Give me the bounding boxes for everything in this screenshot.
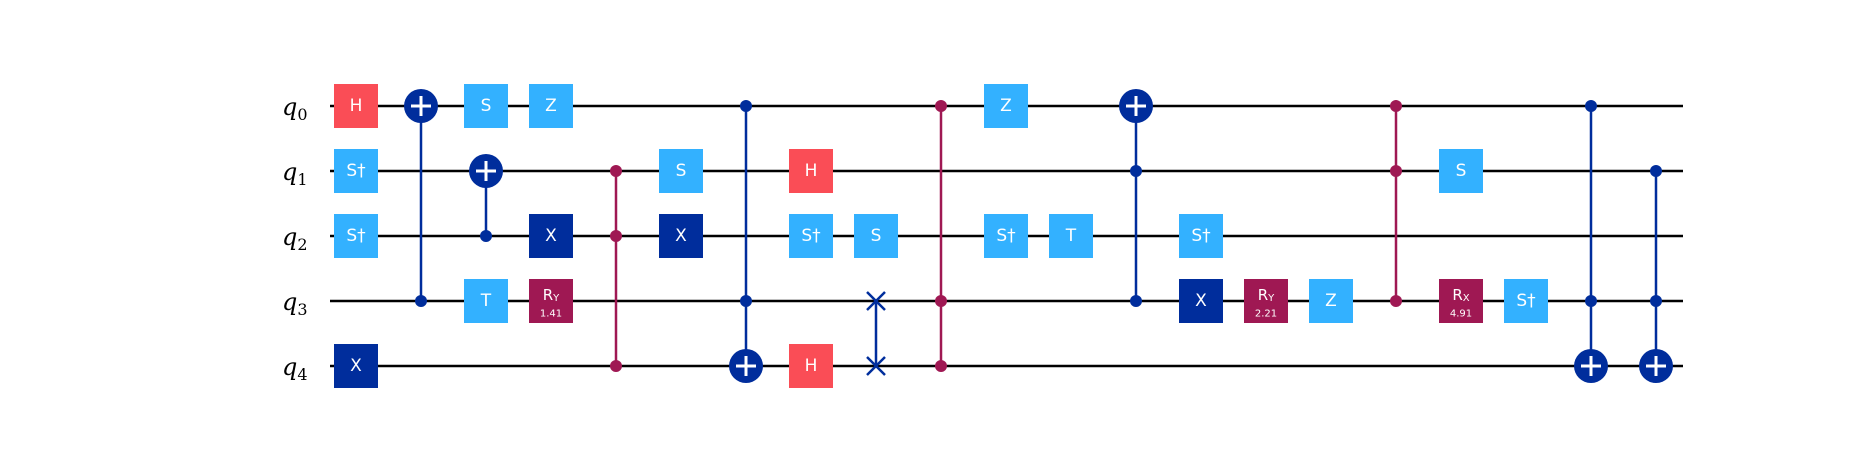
cz-control-dot xyxy=(1390,100,1402,112)
qubit-label-name: q xyxy=(282,158,297,186)
rotation-gate-param: 2.21 xyxy=(1255,309,1277,320)
cnot-control-dot xyxy=(1650,295,1662,307)
rotation-gate-label: RY xyxy=(543,286,560,304)
cz-control-dot xyxy=(1390,165,1402,177)
gate-box xyxy=(529,84,573,128)
gate-box xyxy=(334,344,378,388)
cnot-control-dot xyxy=(480,230,492,242)
gate-box xyxy=(789,149,833,193)
qubit-label-3: q3 xyxy=(282,288,308,319)
swap-cross xyxy=(866,356,886,376)
gate-box xyxy=(1439,149,1483,193)
rotation-gate-axis: Y xyxy=(1267,293,1275,304)
qubit-label-index: 1 xyxy=(297,170,307,189)
cnot-control-dot xyxy=(1130,165,1142,177)
gate-label: X xyxy=(1195,291,1207,311)
cnot-control-dot xyxy=(740,295,752,307)
gate-label: X xyxy=(350,356,362,376)
gate-label: T xyxy=(480,291,492,311)
gate-box xyxy=(659,149,703,193)
qubit-label-index: 4 xyxy=(297,365,307,384)
rotation-gate-label: RY xyxy=(1258,286,1275,304)
gate-label: S xyxy=(676,161,687,181)
gate-box xyxy=(334,214,378,258)
gate-box xyxy=(1179,214,1223,258)
rotation-gate-axis: X xyxy=(1463,293,1470,304)
cnot-control-dot xyxy=(1650,165,1662,177)
rotation-gate-box xyxy=(1439,279,1483,323)
cnot-control-dot xyxy=(415,295,427,307)
gate-label: S xyxy=(1456,161,1467,181)
gate-label: H xyxy=(805,356,818,376)
gate-label: S† xyxy=(1191,226,1211,246)
cz-control-dot xyxy=(610,230,622,242)
gate-box xyxy=(464,84,508,128)
gate-label: S† xyxy=(996,226,1016,246)
gate-box xyxy=(529,214,573,258)
qubit-label-4: q4 xyxy=(282,353,308,384)
gate-label: X xyxy=(675,226,687,246)
gate-label: S† xyxy=(346,226,366,246)
gate-box xyxy=(1504,279,1548,323)
rotation-gate-name: R xyxy=(1452,286,1462,304)
cnot-control-dot xyxy=(740,100,752,112)
gate-box xyxy=(789,344,833,388)
qubit-label-name: q xyxy=(282,353,297,381)
rotation-gate-box xyxy=(529,279,573,323)
gate-box xyxy=(854,214,898,258)
gate-label: Z xyxy=(1325,291,1337,311)
rotation-gate-param: 4.91 xyxy=(1450,309,1472,320)
qubit-label-0: q0 xyxy=(282,93,308,124)
qubit-label-2: q2 xyxy=(282,223,308,254)
cz-control-dot xyxy=(935,100,947,112)
gate-label: S† xyxy=(346,161,366,181)
cz-control-dot xyxy=(935,360,947,372)
cnot-control-dot xyxy=(1130,295,1142,307)
gate-label: T xyxy=(1065,226,1077,246)
gate-label: S† xyxy=(1516,291,1536,311)
gate-label: S xyxy=(481,96,492,116)
rotation-gate-axis: Y xyxy=(552,293,560,304)
cz-control-dot xyxy=(935,295,947,307)
gate-box xyxy=(334,149,378,193)
rotation-gate-name: R xyxy=(543,286,553,304)
rotation-gate-param: 1.41 xyxy=(540,309,562,320)
gate-box xyxy=(789,214,833,258)
rotation-gate-box xyxy=(1244,279,1288,323)
gate-label: H xyxy=(350,96,363,116)
qubit-label-index: 0 xyxy=(297,105,307,124)
qubit-label-name: q xyxy=(282,93,297,121)
gate-label: H xyxy=(805,161,818,181)
cz-control-dot xyxy=(1390,295,1402,307)
rotation-gate-label: RX xyxy=(1452,286,1469,304)
qubit-label-name: q xyxy=(282,288,297,316)
gate-label: S† xyxy=(801,226,821,246)
gate-box xyxy=(659,214,703,258)
gate-label: X xyxy=(545,226,557,246)
gate-label: Z xyxy=(545,96,557,116)
swap-cross xyxy=(866,291,886,311)
gate-label: Z xyxy=(1000,96,1012,116)
cnot-control-dot xyxy=(1585,295,1597,307)
gate-box xyxy=(1049,214,1093,258)
gate-box xyxy=(1179,279,1223,323)
qubit-label-index: 3 xyxy=(297,300,307,319)
gate-label: S xyxy=(871,226,882,246)
gate-box xyxy=(464,279,508,323)
cz-control-dot xyxy=(610,360,622,372)
cnot-control-dot xyxy=(1585,100,1597,112)
qubit-label-1: q1 xyxy=(282,158,308,189)
qubit-label-index: 2 xyxy=(297,235,307,254)
gate-box xyxy=(334,84,378,128)
cz-control-dot xyxy=(610,165,622,177)
qubit-label-name: q xyxy=(282,223,297,251)
gate-box xyxy=(984,214,1028,258)
gate-box xyxy=(1309,279,1353,323)
rotation-gate-name: R xyxy=(1258,286,1268,304)
gate-box xyxy=(984,84,1028,128)
